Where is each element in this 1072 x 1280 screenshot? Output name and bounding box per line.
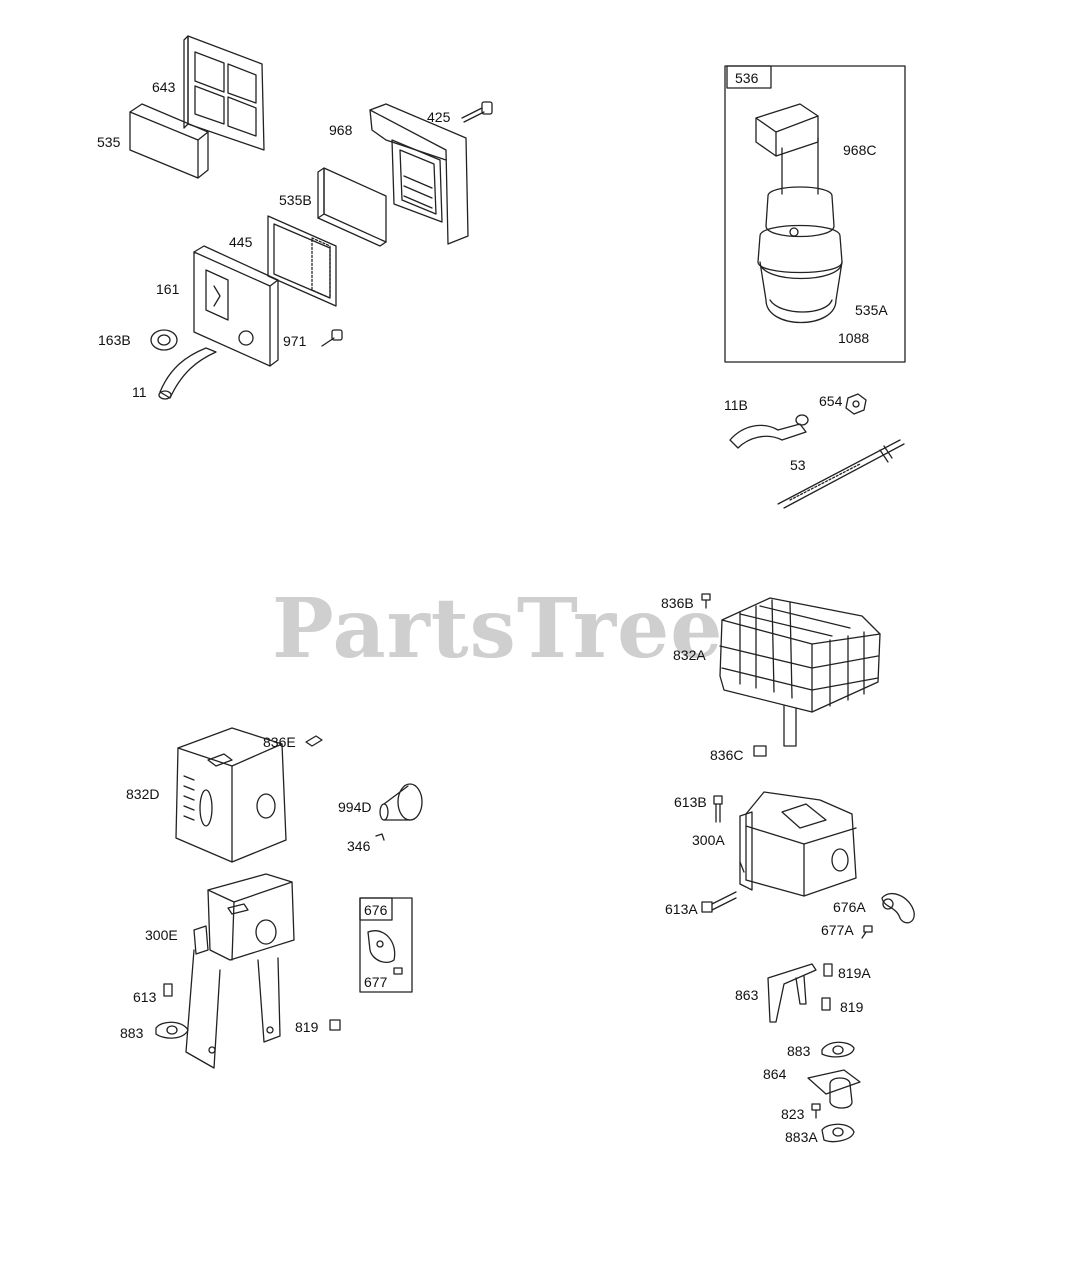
muffler-guard-832A — [719, 597, 881, 747]
label-994D: 994D — [338, 799, 372, 815]
label-643: 643 — [152, 79, 176, 95]
muffler-cover-832D — [175, 727, 287, 863]
cyclone-cleaner-968C-535A-1088 — [755, 103, 843, 324]
label-300E: 300E — [145, 927, 178, 943]
deflector-676A — [881, 893, 915, 924]
bolt-613B — [713, 795, 723, 823]
bolt-425 — [461, 101, 493, 123]
filter-445 — [267, 215, 337, 307]
label-613: 613 — [133, 989, 157, 1005]
elbow-864 — [807, 1069, 861, 1109]
screw-819-right — [821, 997, 831, 1011]
label-819A: 819A — [838, 965, 871, 981]
label-971: 971 — [283, 333, 307, 349]
screw-819-left — [329, 1019, 341, 1031]
label-836E: 836E — [263, 734, 296, 750]
label-163B: 163B — [98, 332, 131, 348]
gasket-883A — [821, 1123, 855, 1143]
label-445: 445 — [229, 234, 253, 250]
label-1088: 1088 — [838, 330, 870, 346]
screw-613 — [163, 983, 173, 997]
label-823: 823 — [781, 1106, 805, 1122]
filter-535B — [317, 167, 387, 247]
label-676A: 676A — [833, 899, 866, 915]
label-819-right: 819 — [840, 999, 864, 1015]
screw-823 — [811, 1103, 821, 1119]
label-535B: 535B — [279, 192, 312, 208]
label-425: 425 — [427, 109, 451, 125]
gasket-163B — [150, 329, 178, 351]
label-677: 677 — [364, 974, 388, 990]
label-883A: 883A — [785, 1129, 818, 1145]
air-cleaner-cover-968 — [369, 103, 469, 245]
screw-677 — [393, 967, 403, 975]
label-676: 676 — [364, 902, 388, 918]
deflector-676 — [367, 930, 396, 964]
breather-tube-11 — [158, 347, 217, 400]
bolt-613A — [701, 891, 737, 913]
screw-971 — [321, 329, 343, 347]
label-968: 968 — [329, 122, 353, 138]
label-346: 346 — [347, 838, 371, 854]
label-654: 654 — [819, 393, 843, 409]
stud-53 — [777, 439, 905, 509]
spark-arrestor-994D — [379, 783, 423, 821]
gasket-883-left — [155, 1021, 189, 1039]
watermark: PartsTree — [272, 581, 724, 677]
muffler-300A — [739, 791, 857, 897]
label-613B: 613B — [674, 794, 707, 810]
kit-box-676 — [359, 897, 413, 993]
label-883-right: 883 — [787, 1043, 811, 1059]
label-11: 11 — [132, 384, 147, 400]
label-968C: 968C — [843, 142, 877, 158]
muffler-300E — [185, 873, 295, 1069]
screw-836E — [305, 735, 323, 747]
label-677A: 677A — [821, 922, 854, 938]
label-832D: 832D — [126, 786, 160, 802]
bracket-863 — [767, 963, 817, 1023]
label-11B: 11B — [724, 397, 748, 413]
label-535A: 535A — [855, 302, 888, 318]
label-863: 863 — [735, 987, 759, 1003]
air-cleaner-base-plate-643 — [183, 35, 265, 151]
label-836C: 836C — [710, 747, 744, 763]
label-300A: 300A — [692, 832, 725, 848]
screw-346 — [375, 833, 385, 841]
nut-654 — [845, 393, 867, 415]
screw-836B — [701, 593, 711, 609]
label-864: 864 — [763, 1066, 787, 1082]
kit-box-536 — [724, 65, 906, 363]
label-832A: 832A — [673, 647, 706, 663]
label-53: 53 — [790, 457, 806, 473]
tube-11B — [729, 414, 809, 449]
bolt-836C — [753, 745, 767, 757]
label-836B: 836B — [661, 595, 694, 611]
pre-cleaner-535 — [129, 103, 209, 179]
label-535: 535 — [97, 134, 121, 150]
screw-677A — [861, 925, 873, 939]
label-883: 883 — [120, 1025, 144, 1041]
screw-819A — [823, 963, 833, 977]
air-cleaner-base-161 — [193, 245, 279, 367]
label-536: 536 — [735, 70, 759, 86]
gasket-883-right — [821, 1041, 855, 1058]
label-613A: 613A — [665, 901, 698, 917]
label-161: 161 — [156, 281, 180, 297]
label-819: 819 — [295, 1019, 319, 1035]
